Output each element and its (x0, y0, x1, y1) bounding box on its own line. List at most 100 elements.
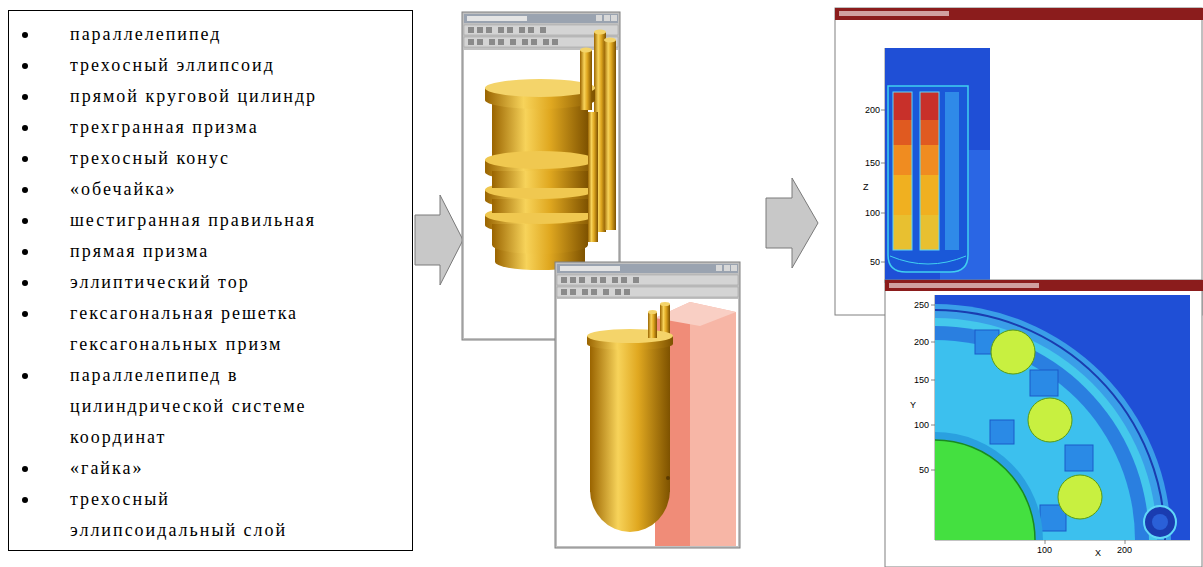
illustration-part (935, 326, 1149, 540)
illustration-part (582, 289, 588, 295)
illustration-part (492, 236, 588, 254)
illustration-part (648, 310, 657, 314)
illustration-part (591, 277, 597, 283)
bullet-dot (22, 280, 28, 286)
axis-tick-label: 200 (914, 337, 929, 347)
illustration-part (579, 277, 585, 283)
illustration-part (1058, 475, 1102, 519)
illustration-part (492, 224, 588, 238)
illustration-part (492, 171, 588, 188)
illustration-part (1030, 370, 1058, 396)
list-item: трехгранная призма (70, 112, 325, 143)
flow-arrow (766, 178, 818, 268)
bullet-dot (22, 249, 28, 255)
illustration-part (935, 432, 1043, 540)
list-item: гексагональная решетка гексагональных пр… (70, 298, 325, 360)
illustration-part (893, 120, 912, 145)
list-row: параллелепипед (9, 19, 412, 50)
list-row: «гайка» (9, 453, 412, 484)
illustration-part (570, 277, 576, 283)
illustration-part (603, 289, 609, 295)
illustration-part (839, 11, 949, 16)
illustration-part (835, 8, 1202, 315)
illustration-part (660, 302, 670, 306)
list-row: «обечайка» (9, 174, 412, 205)
illustration-part (477, 39, 483, 45)
bullet-dot (22, 156, 28, 162)
illustration-part (590, 342, 670, 492)
illustration-part (1028, 398, 1072, 442)
illustration-part (666, 476, 670, 480)
illustration-part (580, 48, 592, 53)
illustration-part (590, 490, 670, 532)
list-item: трехосный эллипсоидальный слой (70, 484, 325, 546)
list-item: трехосный конус (70, 143, 325, 174)
illustration-part (931, 425, 935, 426)
illustration-part (561, 277, 639, 295)
illustration-part (468, 27, 474, 33)
list-item: «обечайка» (70, 174, 325, 205)
illustration-part (621, 277, 627, 283)
bullet-dot (22, 497, 28, 503)
illustration-part (570, 289, 576, 295)
illustration-part (920, 145, 939, 175)
list-item: прямая призма (70, 236, 325, 267)
illustration-part (600, 277, 606, 283)
list-row: шестигранная правильная (9, 205, 412, 236)
list-row: параллелепипед в цилиндрической системе … (9, 360, 412, 453)
illustration-part (881, 110, 885, 111)
flow-arrow (415, 195, 463, 285)
list-row: трехосный конус (9, 143, 412, 174)
list-row: эллиптический тор (9, 267, 412, 298)
illustration-part (624, 289, 630, 295)
illustration-part (604, 15, 610, 21)
illustration-part (990, 420, 1014, 444)
illustration-part (557, 287, 738, 297)
illustration-part (596, 15, 602, 21)
illustration-part (920, 92, 939, 250)
shape-list-box: параллелепипедтрехосный эллипсоидпрямой … (8, 10, 413, 551)
illustration-part (485, 151, 595, 169)
axis-name: Z (863, 182, 869, 192)
illustration-part (468, 27, 558, 45)
illustration-part (557, 299, 738, 546)
illustration-part (935, 295, 1190, 540)
illustration-part (543, 39, 549, 45)
illustration-part (531, 39, 537, 45)
illustration-part (560, 266, 620, 271)
illustration-part (893, 92, 959, 250)
list-row: трехосный эллипсоидальный слой (9, 484, 412, 546)
axis-tick-label: 100 (914, 420, 929, 430)
illustration-part (885, 48, 990, 283)
illustration-part (528, 27, 534, 33)
illustration-part (931, 342, 935, 343)
illustration-part (633, 277, 639, 283)
illustration-part (485, 79, 595, 97)
bullet-dot (22, 218, 28, 224)
illustration-part (935, 440, 1035, 540)
illustration-part (920, 175, 939, 215)
illustration-part (615, 289, 621, 295)
illustration-part (612, 277, 618, 283)
illustration-part (561, 277, 567, 283)
illustration-part (893, 145, 912, 175)
illustration-part (555, 262, 740, 548)
illustration-part (881, 213, 885, 214)
illustration-part (522, 39, 528, 45)
illustration-part (519, 27, 525, 33)
list-item: параллелепипед в цилиндрической системе … (70, 360, 325, 453)
list-row: гексагональная решетка гексагональных пр… (9, 298, 412, 360)
axis-tick-label: 150 (865, 158, 880, 168)
illustration-part (498, 27, 504, 33)
list-item: параллелепипед (70, 19, 325, 50)
illustration-part (893, 92, 912, 250)
illustration-part (468, 39, 474, 45)
illustration-part (580, 50, 592, 110)
list-row: прямая призма (9, 236, 412, 267)
illustration-part (464, 50, 618, 338)
illustration-part (464, 14, 618, 23)
illustration-part (552, 39, 558, 45)
axis-tick-label: 150 (914, 375, 929, 385)
illustration-part (881, 163, 885, 164)
plot-window (835, 8, 1203, 315)
